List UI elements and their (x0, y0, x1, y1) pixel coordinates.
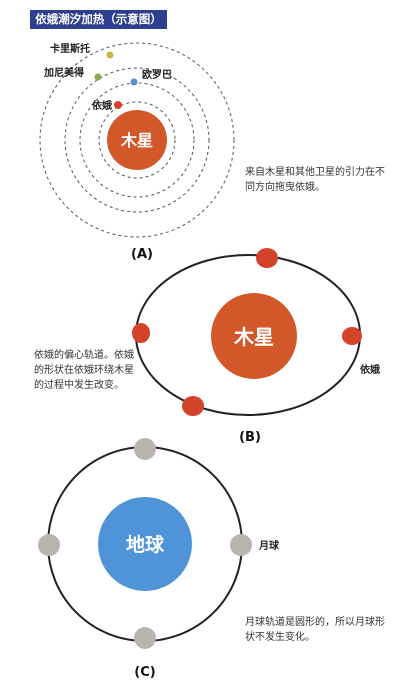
earth (98, 497, 192, 591)
io-b-bottom (182, 396, 204, 416)
panel-a-note: 来自木星和其他卫星的引力在不同方向拖曳依娥。 (245, 167, 385, 193)
europa-label: 欧罗巴 (142, 68, 172, 81)
panel-a-label: (A) (131, 247, 153, 262)
moon-left (38, 534, 60, 556)
jupiter-a (107, 110, 167, 170)
io-dot-a (114, 101, 122, 109)
panel-a: 木星 卡里斯托 加尼美得 欧罗巴 依娥 (A) (39, 42, 235, 262)
moon-bottom (134, 627, 156, 649)
moon-label: 月球 (258, 539, 280, 552)
panel-c-note: 月球轨道是圆形的，所以月球形状不发生变化。 (245, 617, 385, 643)
orbit-callisto (39, 42, 235, 238)
io-b-right (342, 327, 362, 345)
diagram-title: 依娥潮汐加热（示意图） (30, 10, 167, 29)
moon-top (134, 438, 156, 460)
panel-c-label: (C) (134, 665, 155, 680)
orbit-europa (79, 82, 195, 198)
io-label-b: 依娥 (360, 363, 380, 376)
jupiter-a-label: 木星 (120, 131, 153, 150)
panel-b-label: (B) (239, 430, 261, 445)
ganymede-dot (94, 73, 102, 81)
earth-label: 地球 (126, 533, 165, 556)
moon-right (230, 534, 252, 556)
callisto-dot (106, 51, 114, 59)
io-b-left (132, 323, 150, 343)
panel-c: 地球 月球 (C) (38, 438, 280, 680)
jupiter-b (211, 293, 297, 379)
io-b-top (256, 248, 278, 268)
ganymede-label: 加尼美得 (43, 66, 84, 79)
orbit-io (98, 101, 176, 179)
panel-b-note: 依娥的偏心轨道。依娥的形状在依娥环绕木星的过程中发生改变。 (34, 350, 134, 391)
europa-dot (130, 78, 138, 86)
panel-b: 木星 依娥 (B) (132, 248, 380, 445)
callisto-label: 卡里斯托 (50, 42, 90, 55)
io-label-a: 依娥 (92, 99, 112, 112)
orbit-ganymede (64, 67, 210, 213)
jupiter-b-label: 木星 (233, 325, 274, 349)
